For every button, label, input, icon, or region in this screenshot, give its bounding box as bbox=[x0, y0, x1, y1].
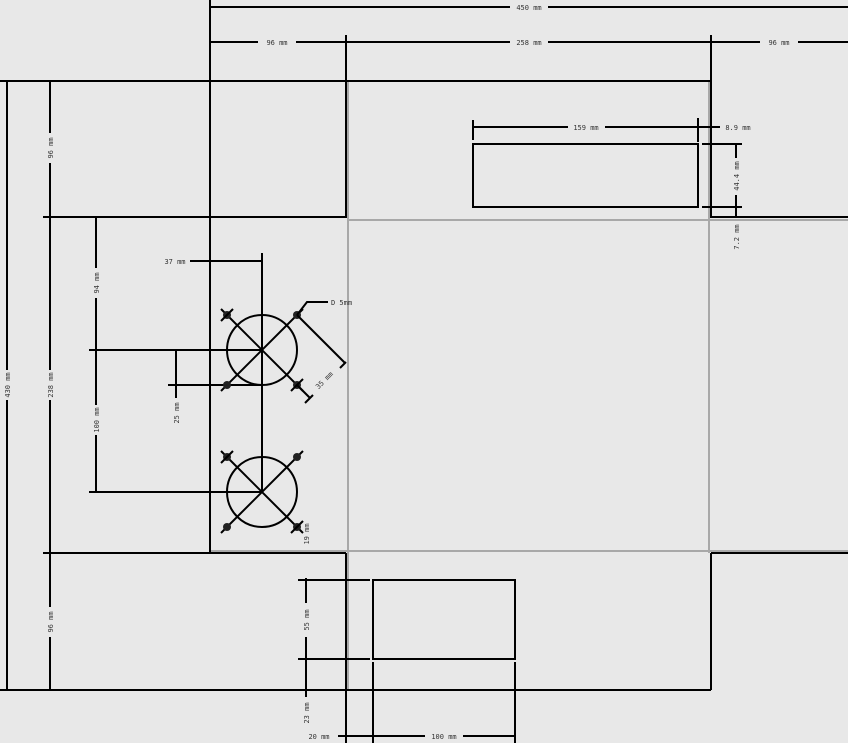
dim-bottom-rect-height: 55 mm bbox=[303, 609, 311, 630]
dim-screw-diameter: D 5mm bbox=[331, 299, 352, 307]
dim-top-rect-height: 44.4 mm bbox=[733, 161, 741, 191]
hole-bottom bbox=[226, 456, 298, 528]
speaker-holes: 37 mm 35 mm D 5mm 19 mm bbox=[164, 253, 352, 545]
left-dimensions: 430 mm 96 mm 238 mm 96 mm 94 mm 100 mm 2… bbox=[4, 81, 262, 690]
dim-bottom-rect-offset: 23 mm bbox=[303, 702, 311, 723]
dim-top-rect-gap: 7.2 mm bbox=[733, 224, 741, 249]
dim-screw-spacing: 35 mm bbox=[314, 370, 335, 391]
dim-hole-bottom-margin: 19 mm bbox=[303, 523, 311, 544]
dim-top-flap: 96 mm bbox=[47, 137, 55, 158]
hole-top bbox=[226, 314, 298, 386]
fold-lines bbox=[210, 81, 848, 690]
dim-bottom-flap: 96 mm bbox=[47, 611, 55, 632]
top-dimensions: 450 mm 96 mm 258 mm 96 mm bbox=[210, 4, 848, 47]
dim-total-height: 430 mm bbox=[4, 372, 12, 397]
dim-hole-spacing: 100 mm bbox=[93, 407, 101, 432]
dim-center-width: 258 mm bbox=[516, 39, 541, 47]
dim-hole-x: 37 mm bbox=[164, 258, 185, 266]
dim-bottom-rect-x: 20 mm bbox=[308, 733, 329, 741]
bottom-cutout: 55 mm 23 mm 20 mm 100 mm bbox=[298, 578, 516, 743]
dim-center-height: 238 mm bbox=[47, 372, 55, 397]
dim-bottom-rect-width: 100 mm bbox=[431, 733, 456, 741]
dim-right-flap: 96 mm bbox=[768, 39, 789, 47]
dim-top-rect-offset: 8.9 mm bbox=[725, 124, 750, 132]
dim-total-width: 450 mm bbox=[516, 4, 541, 12]
dim-hole-radius: 25 mm bbox=[173, 402, 181, 423]
dim-left-flap: 96 mm bbox=[266, 39, 287, 47]
dim-hole-offset: 94 mm bbox=[93, 272, 101, 293]
top-cutout: 159 mm 8.9 mm 44.4 mm 7.2 mm bbox=[472, 118, 751, 250]
dim-top-rect-width: 159 mm bbox=[573, 124, 598, 132]
